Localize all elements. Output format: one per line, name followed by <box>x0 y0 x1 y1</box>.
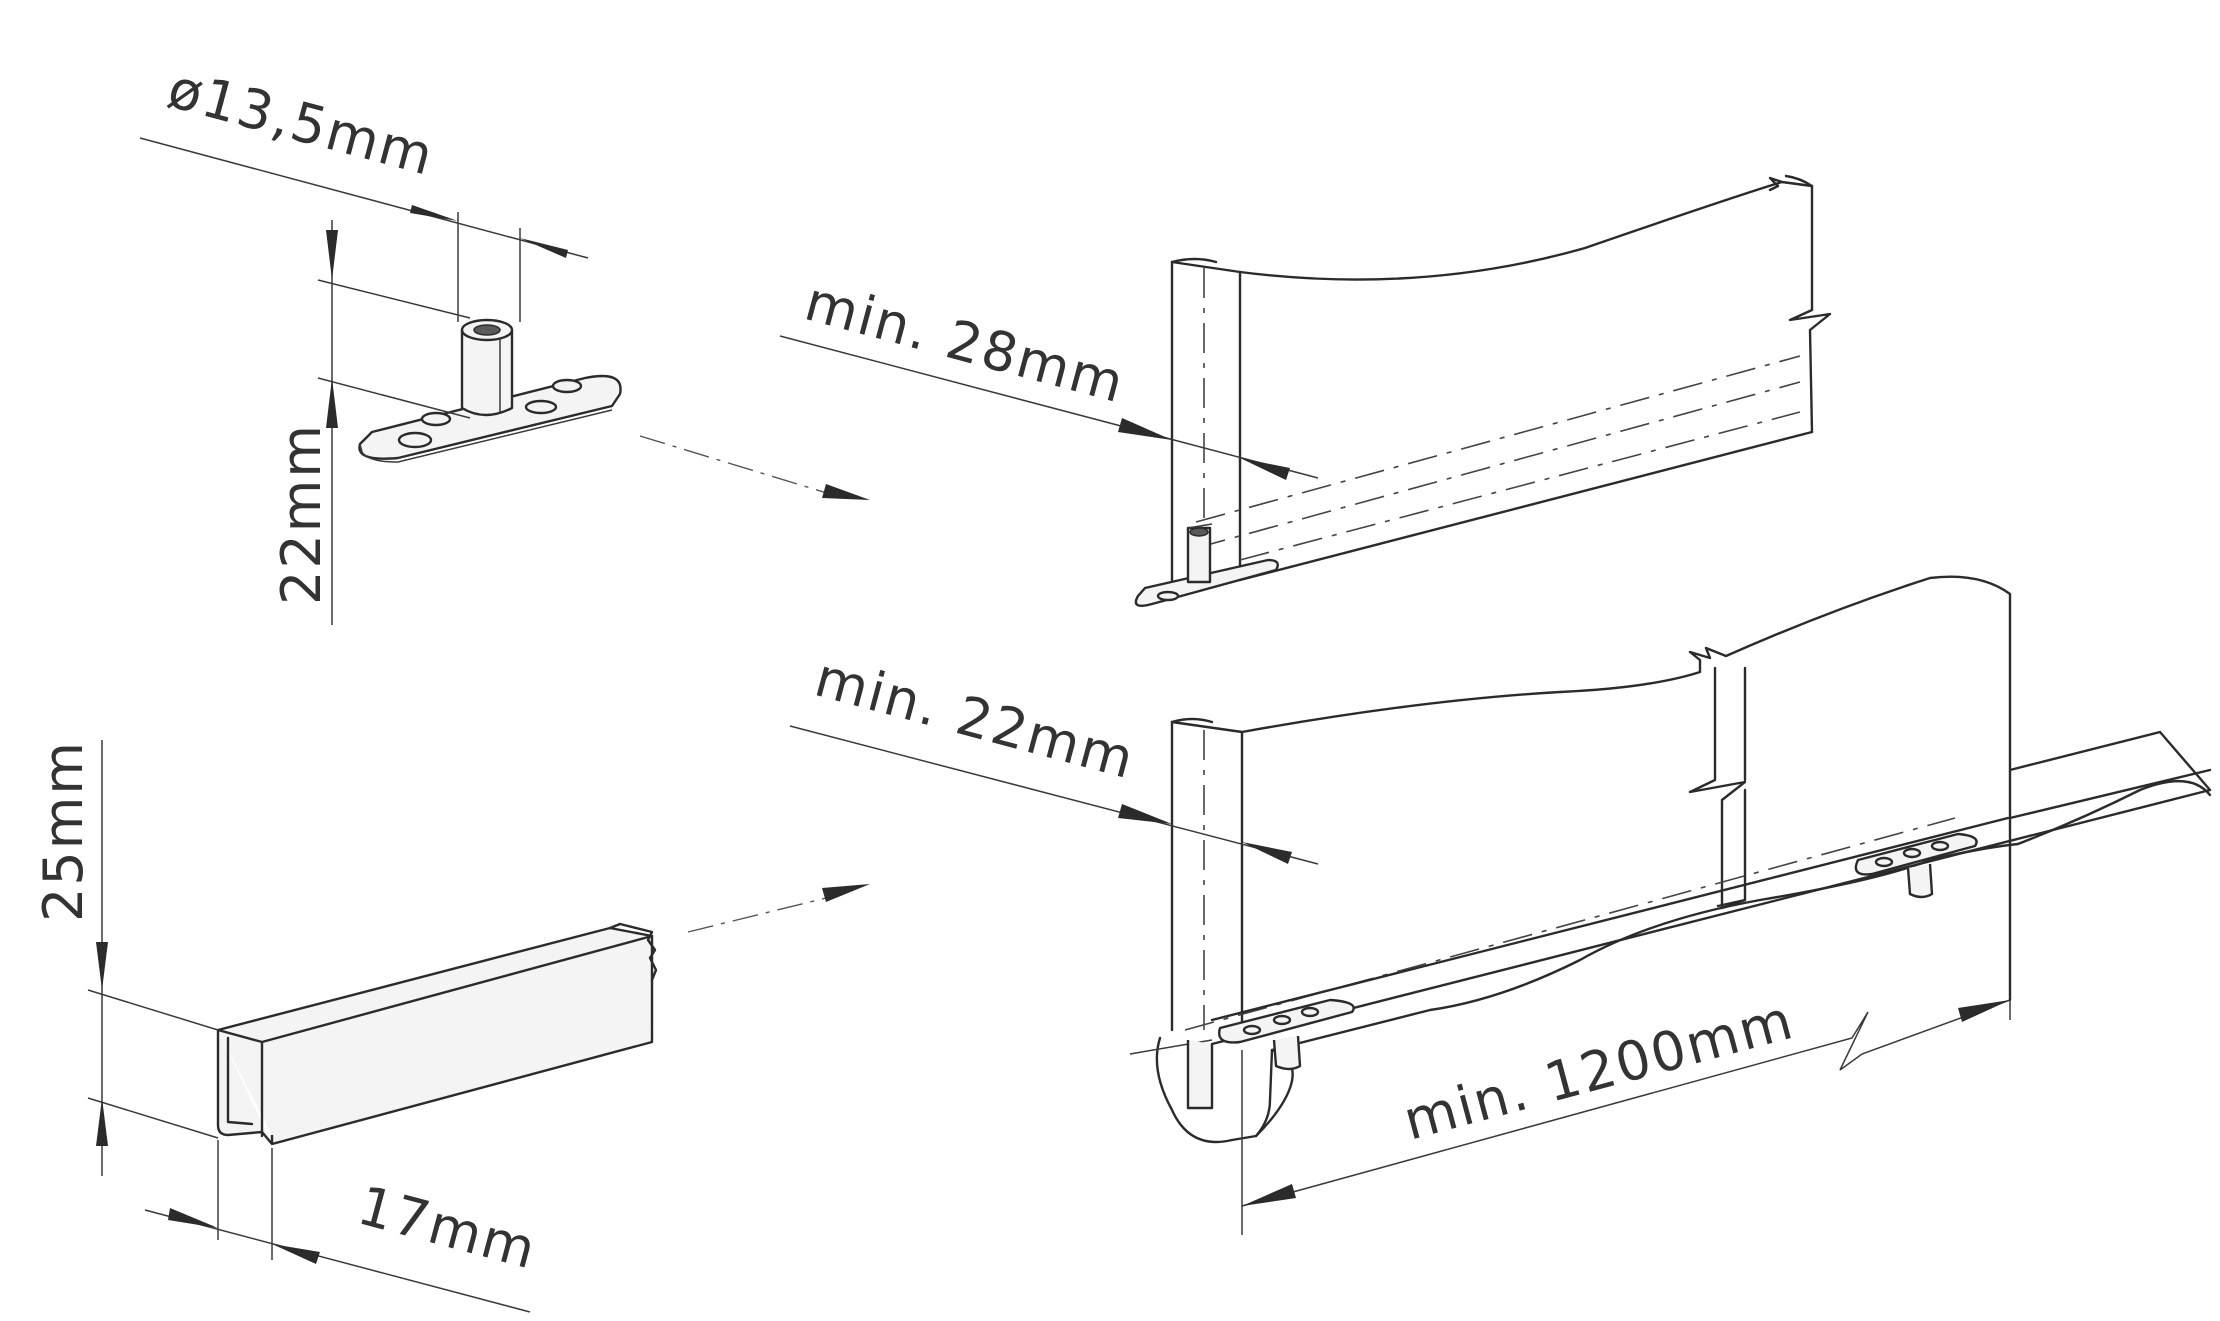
dimension-min-28: min. 28mm <box>779 270 1319 480</box>
u-channel-part <box>216 922 658 1146</box>
dimension-min-22: min. 22mm <box>789 646 1319 865</box>
label-min-28: min. 28mm <box>799 270 1132 416</box>
assembly-arrow-top <box>639 435 870 500</box>
dimension-channel-width: 17mm <box>144 1140 544 1313</box>
label-pin-diameter: ø13,5mm <box>162 57 442 188</box>
assembly-arrow-bottom <box>687 884 870 933</box>
label-min-22: min. 22mm <box>809 646 1142 792</box>
label-pin-height: 22mm <box>270 423 333 605</box>
door-top-pivot <box>1134 174 1832 607</box>
dimension-channel-height: 25mm <box>32 740 219 1176</box>
label-min-1200: min. 1200mm <box>1397 988 1800 1153</box>
door-bottom-channel <box>1129 575 2212 1144</box>
label-channel-width: 17mm <box>352 1174 544 1282</box>
dimension-pin-diameter: ø13,5mm <box>139 57 589 322</box>
pivot-pin-part <box>358 318 622 463</box>
dimension-pin-height: 22mm <box>270 220 471 625</box>
dimension-min-1200: min. 1200mm <box>1241 988 2011 1235</box>
label-channel-height: 25mm <box>32 740 95 922</box>
